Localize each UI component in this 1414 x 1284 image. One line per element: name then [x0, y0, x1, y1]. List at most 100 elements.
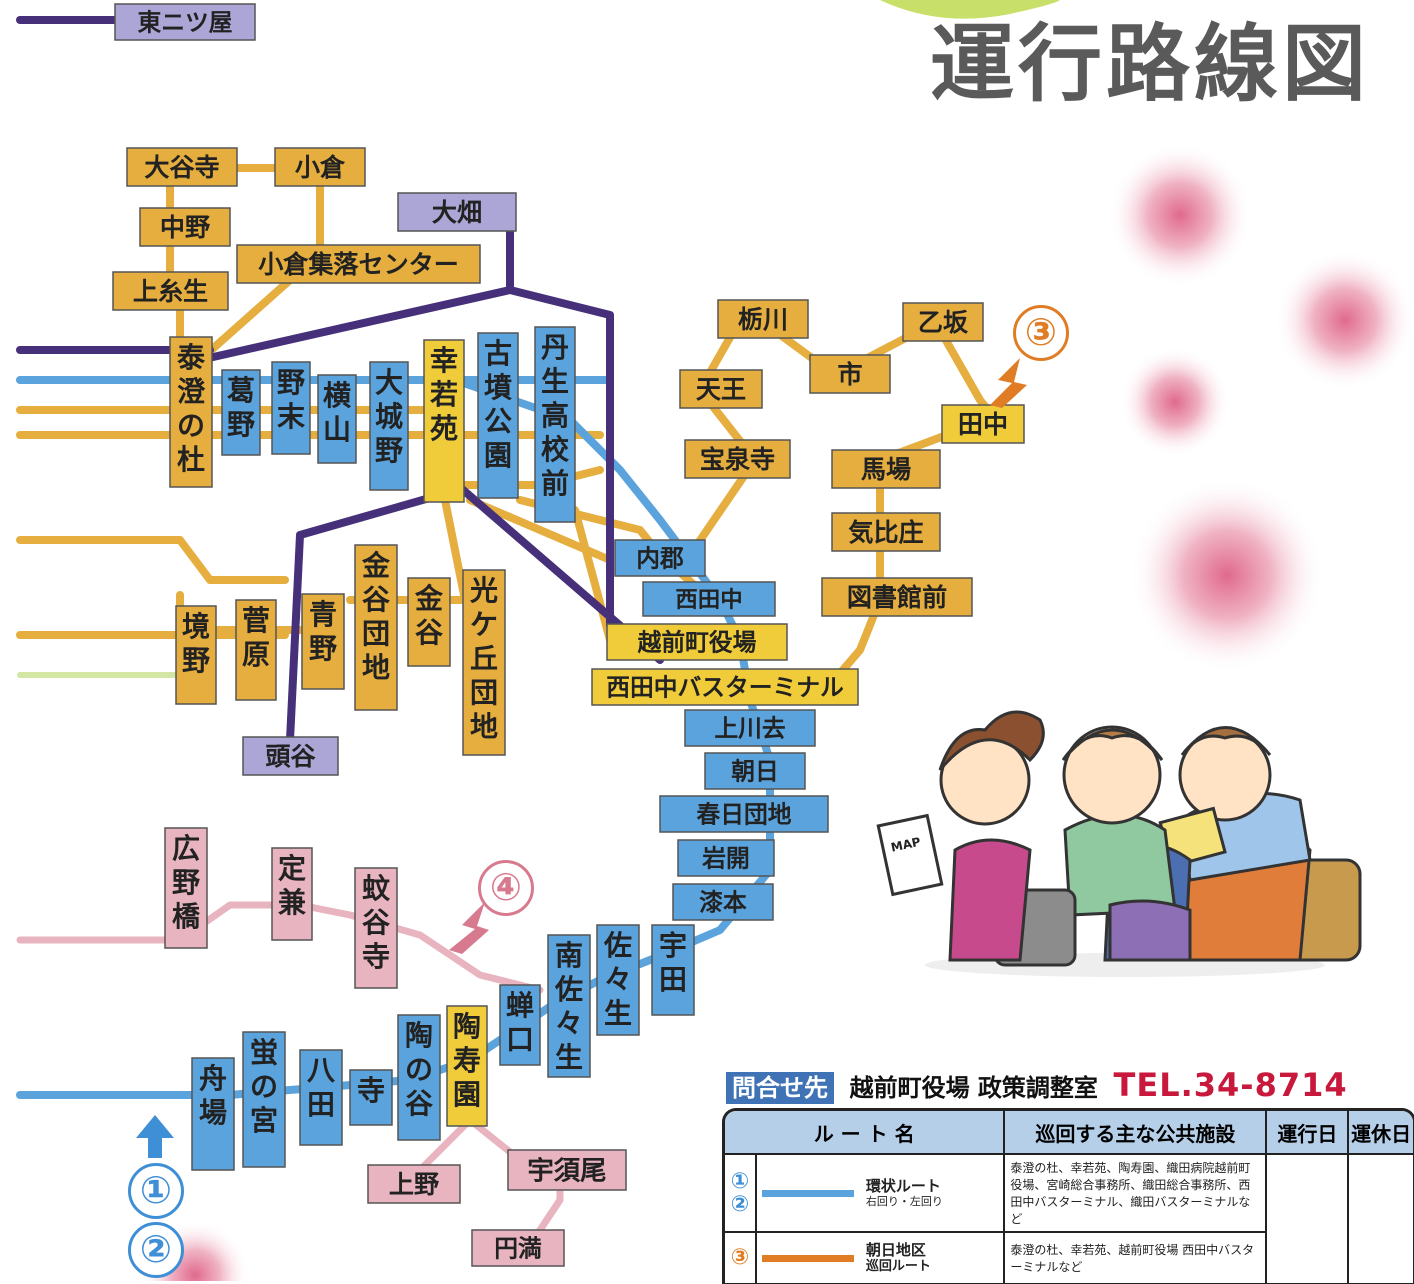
station-uchigori: 内郡 [614, 539, 706, 577]
decorative-glows [140, 0, 1414, 1281]
station-label: 宇 [659, 929, 687, 962]
station-tera: 寺 [349, 1069, 393, 1126]
header-suspended-days: 運休日 [1347, 1111, 1413, 1155]
station-label: 八 [307, 1054, 336, 1087]
station-label: ケ [470, 608, 498, 641]
route-sub: 巡回ルート [865, 1259, 931, 1275]
route-nums: ③ [725, 1231, 757, 1284]
station-label: の [250, 1070, 278, 1103]
station-label: 高 [541, 399, 569, 432]
station-label: 山 [323, 413, 351, 446]
station-label: 生 [604, 997, 632, 1030]
station-kadanidera: 蚊谷寺 [354, 867, 398, 989]
station-label: 佐 [603, 929, 632, 962]
station-kojakuen: 幸若苑 [423, 339, 465, 503]
station-label: 生 [541, 365, 569, 398]
station-usuo: 宇須尾 [507, 1149, 627, 1191]
station-label: 野 [182, 644, 210, 677]
station-label: 岩開 [701, 845, 750, 873]
station-label: 青 [309, 598, 337, 631]
station-label: 図書館前 [847, 583, 947, 612]
station-sadakane: 定兼 [271, 847, 313, 941]
contact-info: 問合せ先 越前町役場 政策調整室 TEL.34-8714 [726, 1066, 1348, 1104]
station-label: 市 [837, 360, 862, 389]
station-label: 大畑 [432, 198, 482, 227]
station-sakaino: 境野 [175, 605, 217, 705]
station-sasao: 佐々生 [596, 924, 640, 1036]
station-label: 古 [484, 337, 512, 370]
station-label: 谷 [405, 1087, 434, 1120]
route-name-cell: 環状ルート 右回り・左回り [754, 1153, 1006, 1233]
station-label: 内郡 [636, 545, 684, 573]
station-tenno: 天王 [679, 369, 763, 409]
station-label: 越前町役場 [638, 629, 757, 657]
station-label: 円満 [494, 1235, 542, 1263]
route-facilities: 泰澄の杜、幸若苑、越前町役場 西田中バスターミナルなど [1003, 1231, 1267, 1284]
station-label: 佐 [554, 973, 583, 1006]
station-hironobashi: 広野橋 [164, 827, 208, 949]
station-ogura-center: 小倉集落センター [236, 244, 481, 284]
route-color-swatch [762, 1189, 854, 1197]
route-facilities: 泰澄の杜、幸若苑、陶寿園、織田病院越前町役場、宮崎総合事務所、織田総合事務所、西… [1003, 1153, 1268, 1233]
station-hosenji: 宝泉寺 [684, 439, 791, 479]
station-label: 上糸生 [133, 277, 208, 306]
contact-org: 越前町役場 政策調整室 [849, 1074, 1098, 1102]
station-label: 城 [375, 400, 403, 433]
station-kuzuno: 葛野 [221, 369, 261, 456]
station-label: 上野 [389, 1170, 439, 1199]
station-label: 葛 [227, 374, 255, 407]
station-hatta: 八田 [299, 1049, 343, 1146]
station-nishitanaka: 西田中 [642, 581, 776, 617]
station-label: 口 [506, 1023, 534, 1056]
station-label: 寺 [362, 940, 390, 973]
station-label: 東ニツ屋 [137, 9, 232, 37]
station-label: 泰 [177, 341, 206, 374]
route-number-1: ① [128, 1163, 184, 1219]
station-label: 原 [242, 638, 270, 671]
station-kanaya: 金谷 [407, 577, 451, 667]
station-urushimoto: 漆本 [672, 883, 774, 921]
route-number-2: ② [128, 1222, 184, 1278]
station-label: 澄 [177, 375, 206, 408]
route-name-cell: 朝日地区 巡回ルート [754, 1231, 1006, 1284]
station-label: 大 [375, 366, 403, 399]
station-label: 野 [309, 632, 337, 665]
station-label: 地 [470, 710, 498, 743]
station-label: 気比庄 [848, 518, 923, 547]
station-label: 金 [414, 582, 444, 615]
station-higashi-futatsuya: 東ニツ屋 [114, 3, 256, 41]
station-sugawara: 菅原 [235, 599, 277, 701]
station-enman: 円満 [471, 1229, 565, 1267]
station-label: 谷 [415, 616, 444, 649]
station-label: 丘 [470, 642, 498, 675]
station-label: 西田中バスターミナル [606, 674, 844, 702]
travelers-illustration: MAP [876, 710, 1362, 977]
station-label: 乙坂 [918, 308, 969, 337]
station-label: 生 [555, 1041, 583, 1074]
header-facilities: 巡回する主な公共施設 [1003, 1111, 1268, 1155]
station-label: 宮 [250, 1104, 278, 1137]
station-label: 境 [182, 610, 210, 643]
station-label: 頭谷 [265, 742, 316, 771]
station-hotarunomiya: 蛍の宮 [242, 1031, 286, 1168]
station-label: 団 [470, 676, 498, 709]
station-town-office: 越前町役場 [606, 623, 788, 661]
route-number-4: ④ [478, 860, 534, 916]
station-boxes: 東ニツ屋大谷寺小倉中野大畑小倉集落センター上糸生泰澄の杜葛野野末横山大城野幸若苑… [112, 3, 1025, 1267]
station-label: 園 [453, 1078, 481, 1111]
station-label: 丹 [541, 331, 569, 364]
station-label: の [405, 1053, 433, 1086]
station-label: 杜 [177, 443, 205, 476]
station-label: 南 [555, 939, 583, 972]
station-label: 末 [277, 400, 305, 433]
station-kamiito: 上糸生 [112, 271, 229, 311]
station-kasuga-danchi: 春日団地 [659, 795, 829, 833]
station-nozue: 野末 [271, 361, 311, 455]
station-label: 蝉 [506, 989, 534, 1022]
station-label: 校 [541, 433, 570, 466]
station-kihisho: 気比庄 [831, 512, 941, 552]
contact-tel[interactable]: TEL.34-8714 [1113, 1066, 1348, 1104]
station-label: 栃川 [738, 305, 788, 334]
